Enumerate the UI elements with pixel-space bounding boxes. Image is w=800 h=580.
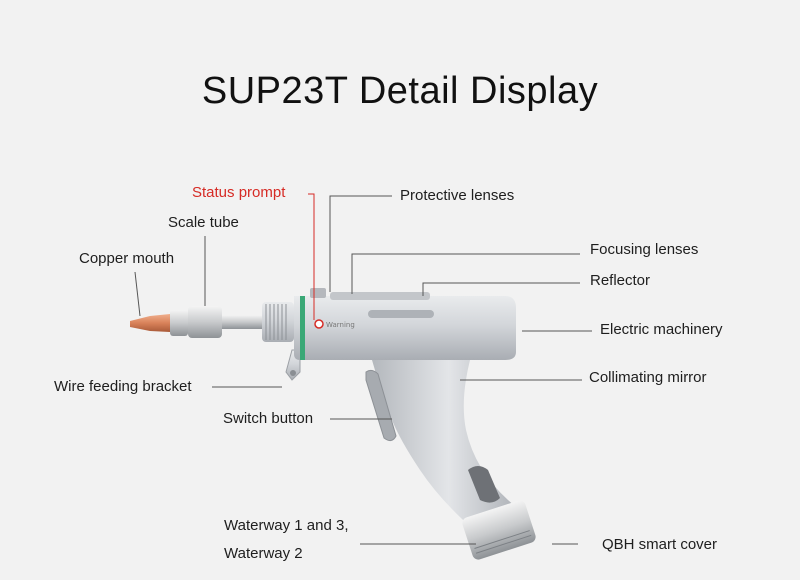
label-focusing-lenses: Focusing lenses xyxy=(590,241,699,258)
label-waterway-line1: Waterway 1 and 3, xyxy=(224,517,349,534)
label-electric-machinery: Electric machinery xyxy=(600,321,723,338)
leader-focusing-lenses xyxy=(351,253,580,294)
product-mark: Warning xyxy=(326,321,355,329)
leader-status-prompt xyxy=(308,193,315,320)
protective-lens-knob xyxy=(310,288,326,298)
label-reflector: Reflector xyxy=(590,272,651,289)
scale-tube xyxy=(188,306,222,338)
seal-ring xyxy=(300,296,305,360)
status-indicator xyxy=(314,319,324,329)
label-protective-lenses: Protective lenses xyxy=(400,187,515,204)
switch-button xyxy=(365,369,397,442)
gun-handle xyxy=(372,360,525,530)
label-qbh-smart-cover: QBH smart cover xyxy=(602,536,718,553)
leader-reflector xyxy=(422,282,580,296)
leader-protective-lenses xyxy=(329,195,392,292)
copper-nozzle xyxy=(130,314,170,332)
label-collimating-mirror: Collimating mirror xyxy=(589,369,707,386)
thin-tube xyxy=(222,315,262,329)
diagram-title: SUP23T Detail Display xyxy=(201,70,599,112)
label-wire-feeding-bracket: Wire feeding bracket xyxy=(54,378,192,395)
label-waterway-line2: Waterway 2 xyxy=(224,545,303,562)
handle-window xyxy=(468,466,500,503)
leader-copper-mouth xyxy=(134,271,141,317)
qbh-smart-cover xyxy=(462,500,536,560)
label-status-prompt: Status prompt xyxy=(192,184,286,201)
body-slot xyxy=(368,310,434,318)
label-copper-mouth: Copper mouth xyxy=(79,250,175,267)
label-scale-tube: Scale tube xyxy=(168,214,239,231)
label-switch-button: Switch button xyxy=(223,410,314,427)
top-ridge xyxy=(330,292,430,300)
nozzle-collar xyxy=(170,310,188,336)
gun-head-body xyxy=(294,296,516,360)
